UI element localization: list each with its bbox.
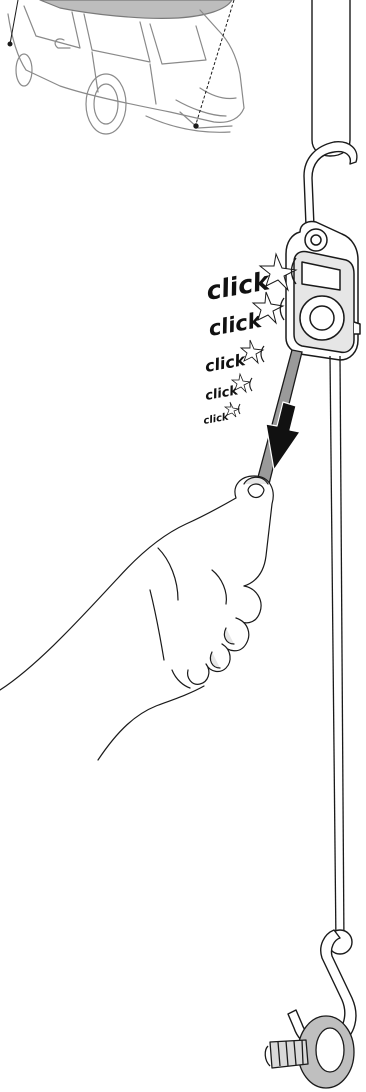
click-spark-icon (241, 340, 263, 363)
svg-text:click: click (203, 350, 248, 376)
hand-icon (0, 476, 273, 760)
click-label: click (203, 402, 240, 427)
ceiling-rod (312, 0, 350, 156)
click-label: click (204, 374, 252, 404)
svg-text:click: click (204, 383, 240, 404)
svg-text:click: click (204, 266, 273, 306)
long-strap (330, 356, 344, 946)
car-tie-cords (8, 0, 234, 128)
click-label: click (203, 340, 264, 376)
svg-text:click: click (207, 308, 266, 341)
car-cover (40, 0, 232, 18)
car-icon (8, 0, 244, 134)
click-spark-icon (225, 402, 239, 417)
svg-text:click: click (203, 411, 231, 426)
bolt-icon (265, 1016, 354, 1088)
strap-reel-icon (286, 221, 360, 360)
click-label: click (204, 254, 296, 306)
